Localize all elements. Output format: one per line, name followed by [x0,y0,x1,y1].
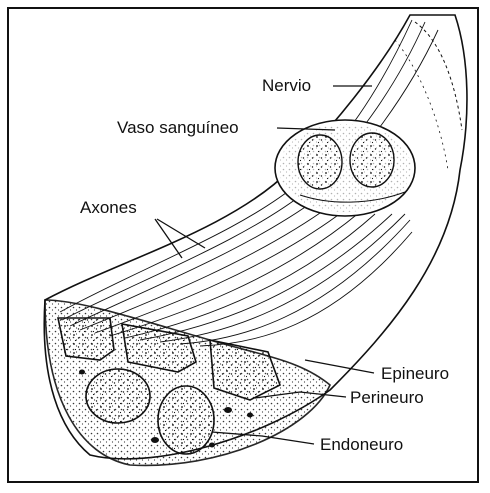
label-epineuro: Epineuro [381,365,449,382]
fascicle-4 [86,369,150,423]
label-endoneuro: Endoneuro [320,436,403,453]
fascicle-5 [158,386,214,454]
vessel-fascicle-right [350,133,394,187]
label-axones: Axones [80,199,137,216]
label-perineuro: Perineuro [350,389,424,406]
label-vaso-sanguineo: Vaso sanguíneo [117,119,239,136]
vessel-fascicle-left [298,135,342,189]
fascicle-1 [58,318,114,360]
label-nervio: Nervio [262,77,311,94]
